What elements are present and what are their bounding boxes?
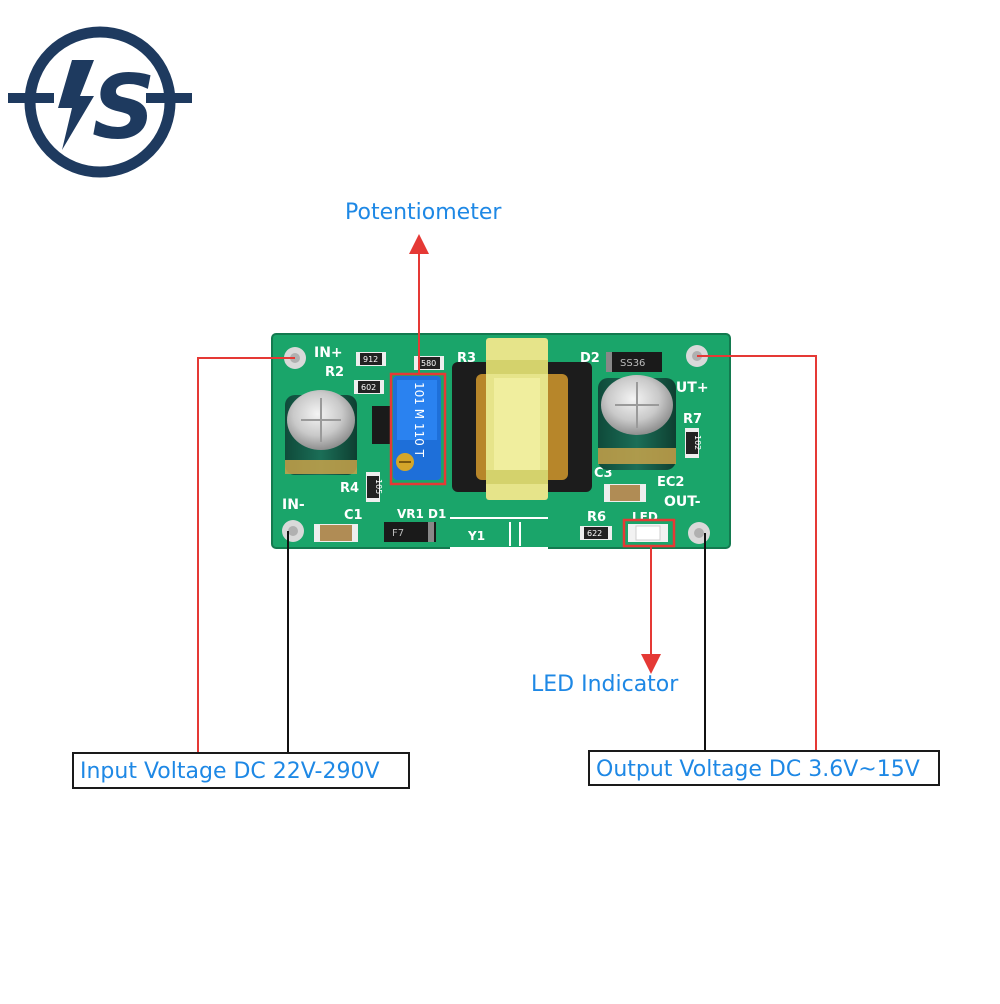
resistor-r6: 622 <box>580 526 612 540</box>
mount-hole-out-minus <box>688 522 710 544</box>
silk-led: LED <box>632 510 658 524</box>
svg-text:F7: F7 <box>392 528 404 539</box>
silk-out-minus: OUT- <box>664 494 701 510</box>
led-highlight <box>622 518 676 548</box>
transformer <box>452 338 592 500</box>
lightning-bolt-icon <box>58 60 94 150</box>
silk-r7: R7 <box>683 412 702 427</box>
y1-outline <box>450 517 548 549</box>
resistor-r4: 105 <box>366 472 383 502</box>
output-positive-leader <box>697 355 817 750</box>
silk-in-minus: IN- <box>282 497 305 513</box>
silk-d1: D1 <box>428 507 446 521</box>
input-positive-leader <box>197 357 295 752</box>
logo-letter: S <box>92 56 155 159</box>
svg-text:622: 622 <box>587 529 602 538</box>
svg-text:SS36: SS36 <box>620 358 645 369</box>
svg-text:105: 105 <box>374 479 383 494</box>
pcb-board: IN+ IN- OUT+ OUT- R2 R3 R4 R6 R7 C1 C3 D… <box>271 333 731 549</box>
silk-r2: R2 <box>325 365 344 380</box>
silk-c1: C1 <box>344 508 363 523</box>
capacitor-c1 <box>314 524 358 542</box>
potentiometer-component: 101 M 110 T <box>393 376 441 480</box>
input-capacitor <box>285 390 357 475</box>
silk-vr1: VR1 <box>397 507 424 521</box>
input-voltage-label: Input Voltage DC 22V-290V <box>72 752 410 789</box>
resistor-r3: 580 <box>414 356 444 370</box>
diode-d1: F7 <box>384 522 436 542</box>
resistor-top: 912 <box>356 352 386 366</box>
svg-text:602: 602 <box>361 383 376 392</box>
capacitor-c3 <box>604 484 646 502</box>
mount-hole-in-minus <box>282 520 304 542</box>
resistor-mid: 602 <box>354 380 384 394</box>
svg-text:912: 912 <box>363 355 378 364</box>
pot-marking: 101 M 110 T <box>412 382 426 458</box>
led-component <box>628 524 668 542</box>
silk-y1: Y1 <box>467 529 485 543</box>
svg-text:580: 580 <box>421 359 436 368</box>
led-indicator-label: LED Indicator <box>531 672 679 697</box>
silk-in-plus: IN+ <box>314 345 343 361</box>
silk-ec2: EC2 <box>657 475 684 490</box>
potentiometer-label: Potentiometer <box>345 200 502 225</box>
resistor-r7: 102 <box>685 428 702 458</box>
silk-r4: R4 <box>340 481 359 496</box>
component-u-left <box>372 406 390 444</box>
diode-d2: SS36 <box>606 352 662 372</box>
output-voltage-label: Output Voltage DC 3.6V~15V <box>588 750 940 786</box>
brand-logo: S <box>8 26 192 178</box>
silk-r6: R6 <box>587 510 606 525</box>
svg-text:102: 102 <box>693 435 702 450</box>
output-capacitor <box>598 375 676 470</box>
